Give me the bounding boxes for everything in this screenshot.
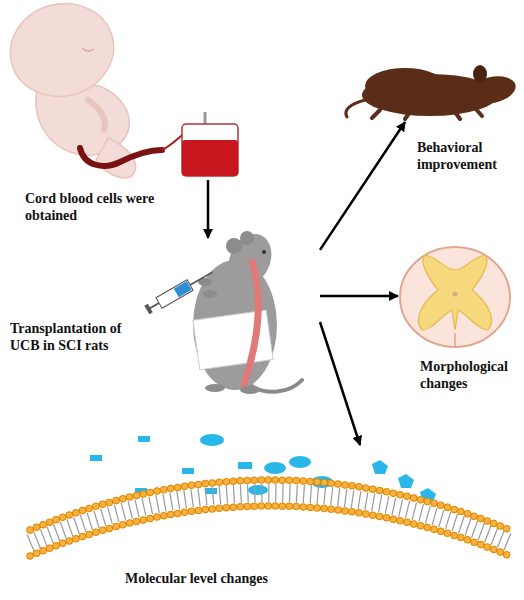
blood-bag <box>182 112 238 176</box>
flow-arrow <box>320 322 360 445</box>
flow-arrow <box>320 122 405 250</box>
flow-arrow <box>320 295 398 298</box>
illustration-group: Molecular level changes <box>28 445 512 560</box>
spinal-cord-section <box>400 247 510 347</box>
flow-arrow <box>207 180 210 238</box>
illustration-group: Cord blood cells were obtained <box>0 0 250 180</box>
illustration-group: Behavioral improvement <box>345 55 515 122</box>
recovered-rat <box>346 65 518 119</box>
illustration-group: Transplantation of UCB in SCI rats <box>150 238 320 395</box>
caption-text: Morphological changes <box>420 358 524 392</box>
caption-text: Molecular level changes <box>125 570 268 587</box>
caption-text: Behavioral improvement <box>417 139 515 173</box>
umbilical-cord <box>80 148 162 166</box>
illustration-group: Morphological changes <box>398 243 512 352</box>
caption-text: Transplantation of UCB in SCI rats <box>10 320 142 354</box>
fetus-figure <box>0 0 136 178</box>
treated-rat <box>144 227 302 394</box>
caption-text: Cord blood cells were obtained <box>25 190 157 224</box>
cell-membrane <box>30 480 510 556</box>
